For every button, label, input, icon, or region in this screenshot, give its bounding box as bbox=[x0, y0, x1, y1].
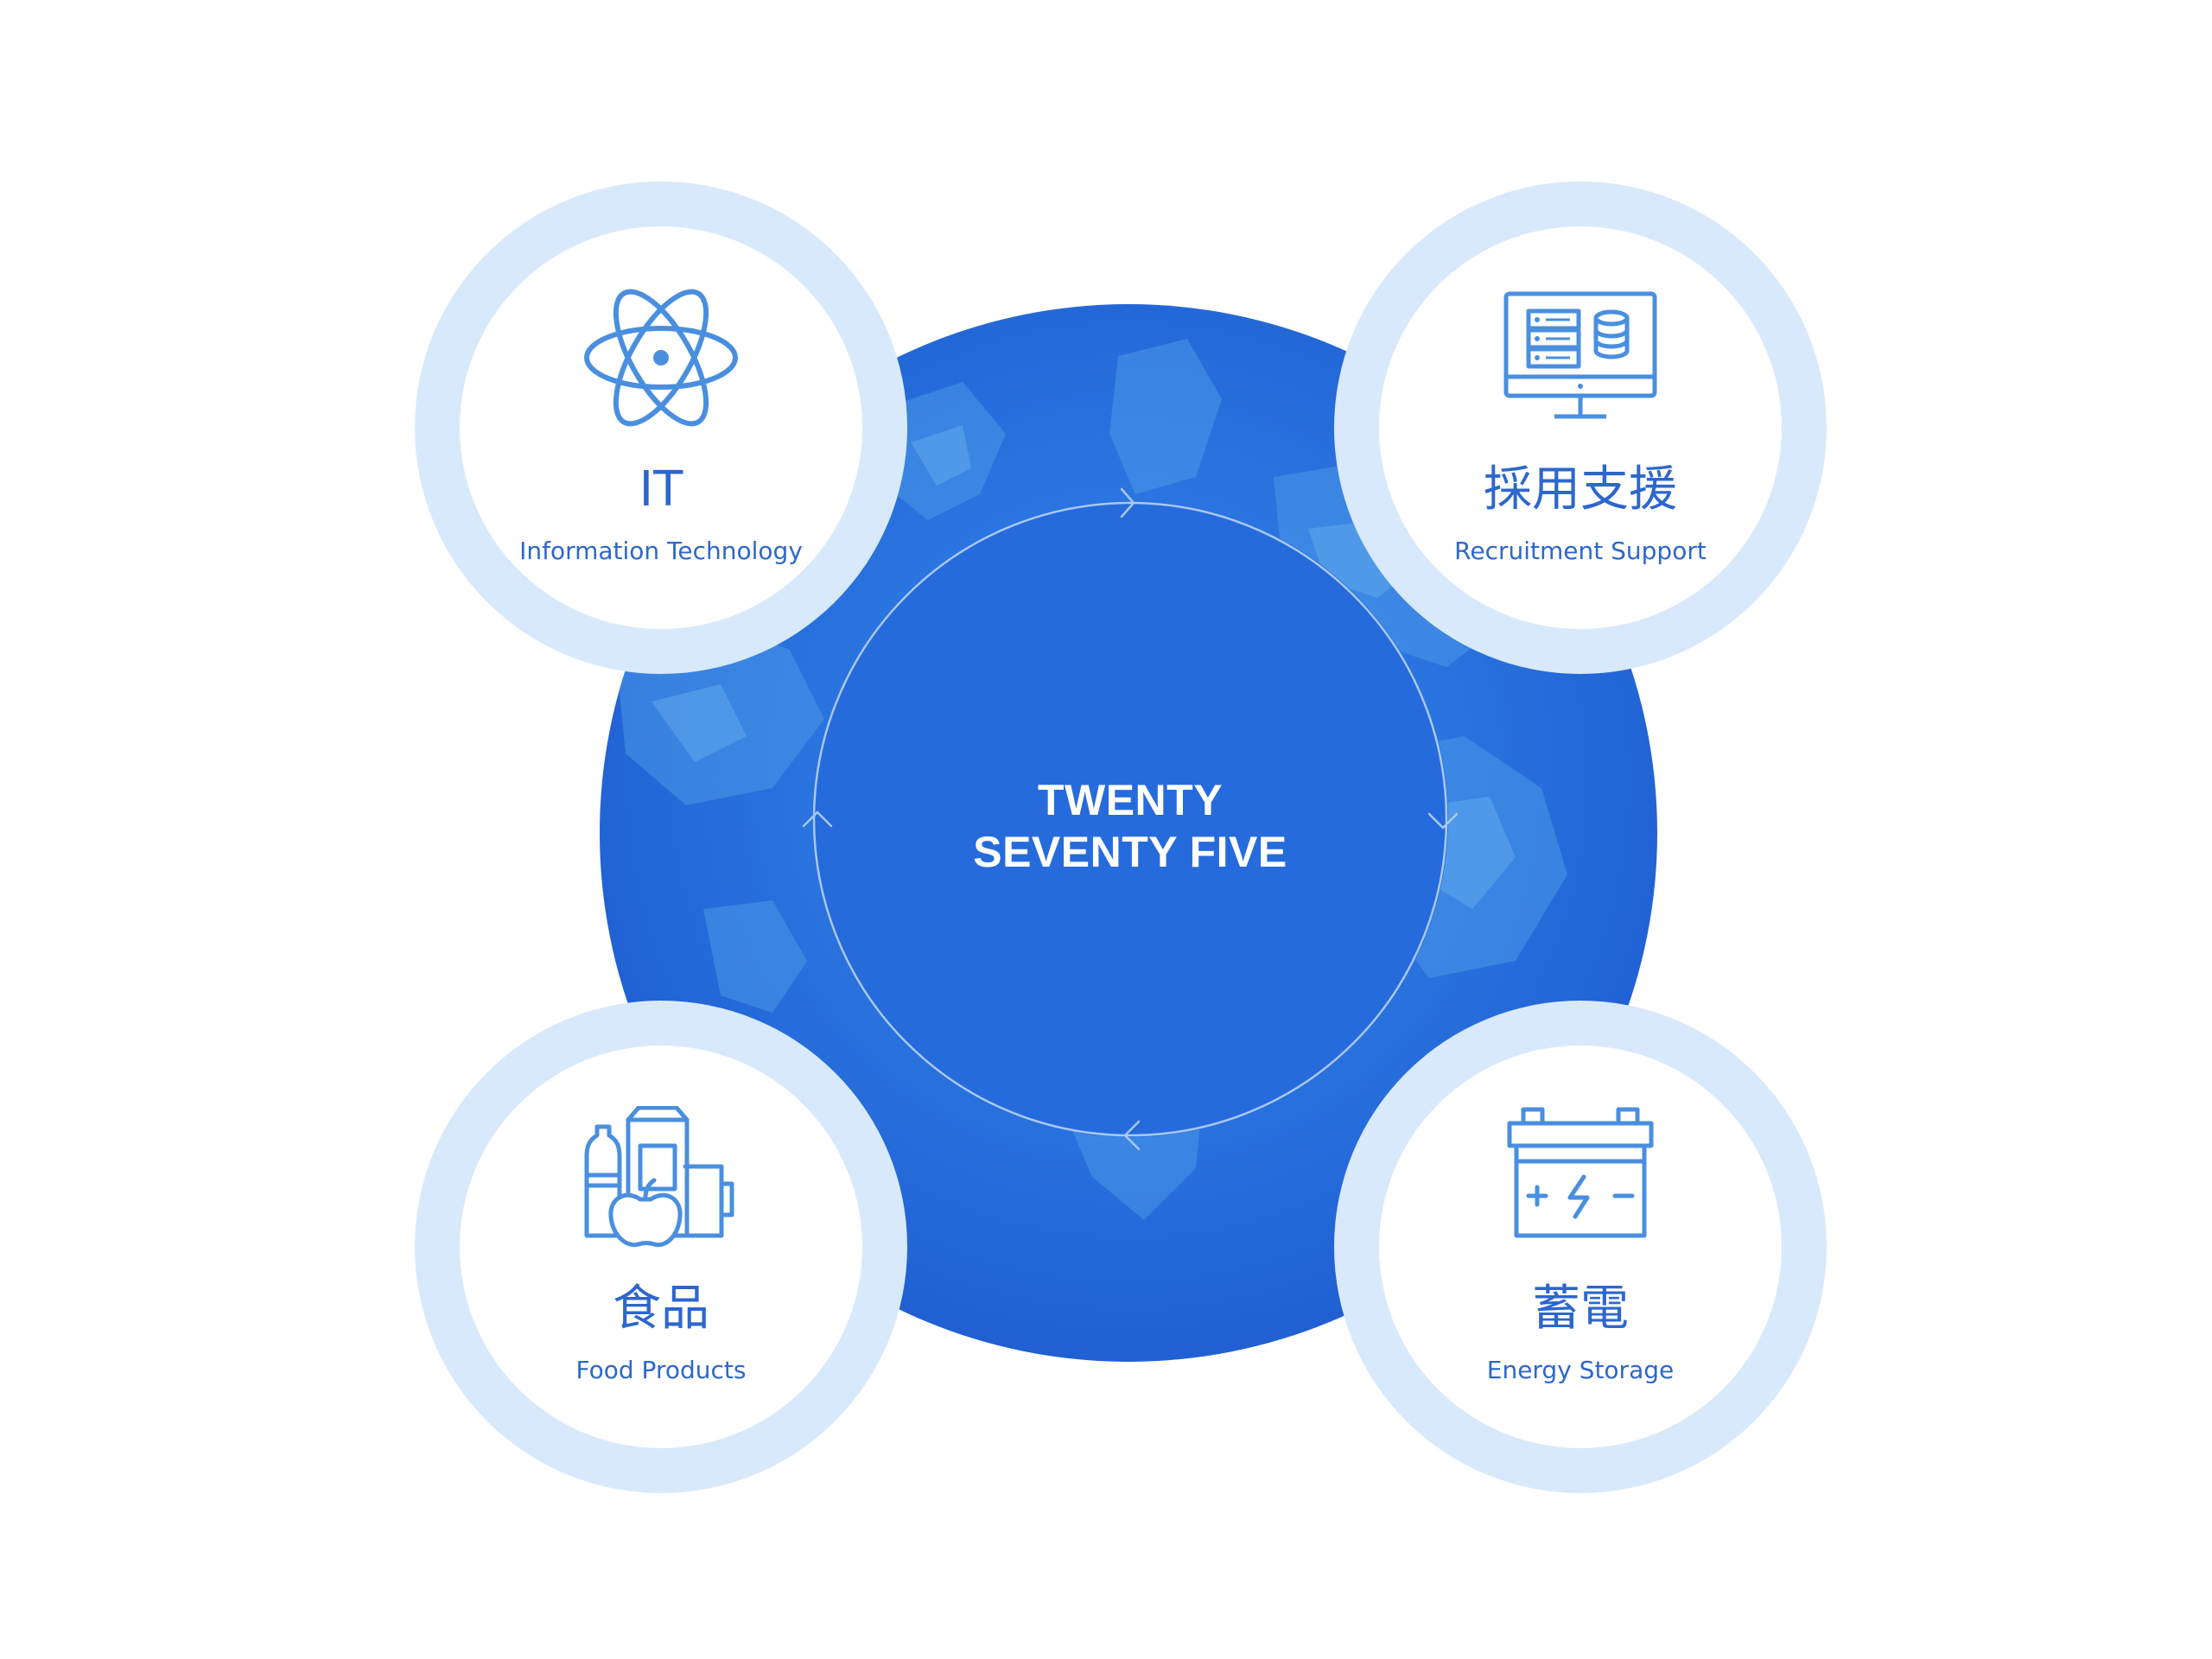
segment-recruitment-subtitle: Recruitment Support bbox=[1454, 537, 1707, 565]
server-monitor-icon bbox=[1503, 291, 1657, 419]
center-title-line2: SEVENTY FIVE bbox=[973, 828, 1287, 876]
segment-food-title: 食品 bbox=[613, 1281, 709, 1337]
center-title: TWENTY SEVENTY FIVE bbox=[864, 774, 1396, 878]
segment-food-inner: 食品 Food Products bbox=[460, 1046, 862, 1448]
atom-icon bbox=[584, 289, 738, 427]
segment-recruitment-inner: 採用支援 Recruitment Support bbox=[1379, 226, 1782, 629]
segment-it-title: IT bbox=[639, 461, 683, 518]
segment-it-inner: IT Information Technology bbox=[460, 226, 862, 629]
segment-it: IT Information Technology bbox=[415, 181, 907, 674]
segment-energy-inner: 蓄電 Energy Storage bbox=[1379, 1046, 1782, 1448]
groceries-icon bbox=[584, 1106, 734, 1248]
center-title-line1: TWENTY bbox=[1037, 776, 1224, 824]
battery-icon bbox=[1507, 1107, 1654, 1238]
segment-recruitment-title: 採用支援 bbox=[1484, 461, 1677, 518]
segment-energy-title: 蓄電 bbox=[1532, 1281, 1629, 1337]
segment-recruitment: 採用支援 Recruitment Support bbox=[1334, 181, 1827, 674]
segment-food: 食品 Food Products bbox=[415, 1001, 907, 1493]
segment-it-subtitle: Information Technology bbox=[519, 537, 803, 565]
segment-energy: 蓄電 Energy Storage bbox=[1334, 1001, 1827, 1493]
segment-energy-subtitle: Energy Storage bbox=[1486, 1356, 1675, 1384]
segment-food-subtitle: Food Products bbox=[575, 1356, 747, 1384]
